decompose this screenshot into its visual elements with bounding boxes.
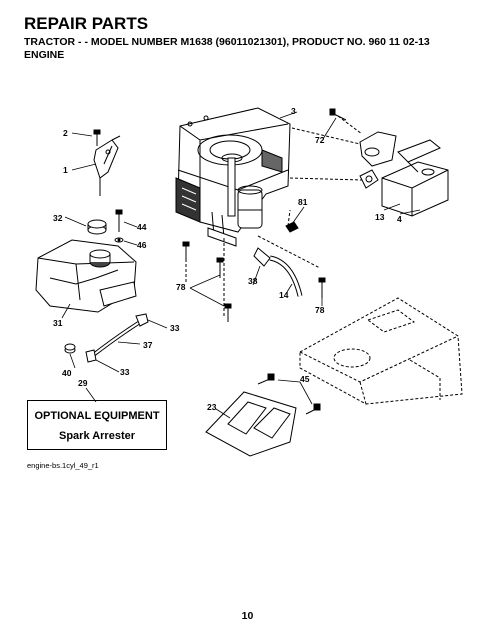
optional-equipment-box: OPTIONAL EQUIPMENT Spark Arrester xyxy=(27,400,167,450)
callout-1: 1 xyxy=(63,165,68,175)
fuel-hose-37-part xyxy=(85,313,149,363)
exhaust-pipe-part xyxy=(329,108,397,167)
callout-14: 14 xyxy=(279,290,289,300)
chassis-frame-part xyxy=(299,297,463,405)
callout-33b: 33 xyxy=(120,367,130,377)
callout-37: 37 xyxy=(143,340,153,350)
leader-lines xyxy=(185,115,363,318)
spark-arrester-label: Spark Arrester xyxy=(58,430,136,442)
grommet-40-part xyxy=(64,343,76,354)
callout-leaders xyxy=(61,111,421,419)
fuel-tank-part xyxy=(35,239,137,313)
callout-2: 2 xyxy=(63,128,68,138)
callout-46: 46 xyxy=(137,240,147,250)
callout-33a: 33 xyxy=(170,323,180,333)
callout-44: 44 xyxy=(137,222,147,232)
file-reference: engine-bs.1cyl_49_r1 xyxy=(27,461,99,470)
callout-13: 13 xyxy=(375,212,385,222)
callout-38: 38 xyxy=(248,276,258,286)
callout-4: 4 xyxy=(397,214,402,224)
section-title: ENGINE xyxy=(24,49,65,61)
callout-81: 81 xyxy=(298,197,308,207)
model-subtitle: TRACTOR - - MODEL NUMBER M1638 (96011021… xyxy=(24,36,430,48)
callout-78b: 78 xyxy=(315,305,325,315)
throttle-control-part xyxy=(93,129,121,196)
screw-washer-part xyxy=(114,209,124,243)
callout-23: 23 xyxy=(207,402,217,412)
callout-31: 31 xyxy=(53,318,63,328)
nut-81-part xyxy=(285,221,299,233)
fuel-line-part xyxy=(253,247,303,297)
page-number: 10 xyxy=(241,610,254,622)
optional-equipment-heading: OPTIONAL EQUIPMENT xyxy=(34,410,160,422)
callout-45: 45 xyxy=(300,374,310,384)
gasket-13-part xyxy=(359,169,379,189)
page-title: REPAIR PARTS xyxy=(24,14,149,33)
fuel-cap-part xyxy=(87,219,107,235)
heat-shield-part xyxy=(205,391,297,457)
callout-32: 32 xyxy=(53,213,63,223)
muffler-part xyxy=(381,139,449,217)
engine-part xyxy=(175,107,291,247)
callout-40: 40 xyxy=(62,368,72,378)
screw-45-part xyxy=(257,373,321,415)
callout-29: 29 xyxy=(78,378,88,388)
callout-72: 72 xyxy=(315,135,325,145)
callout-3: 3 xyxy=(291,106,296,116)
callout-78a: 78 xyxy=(176,282,186,292)
